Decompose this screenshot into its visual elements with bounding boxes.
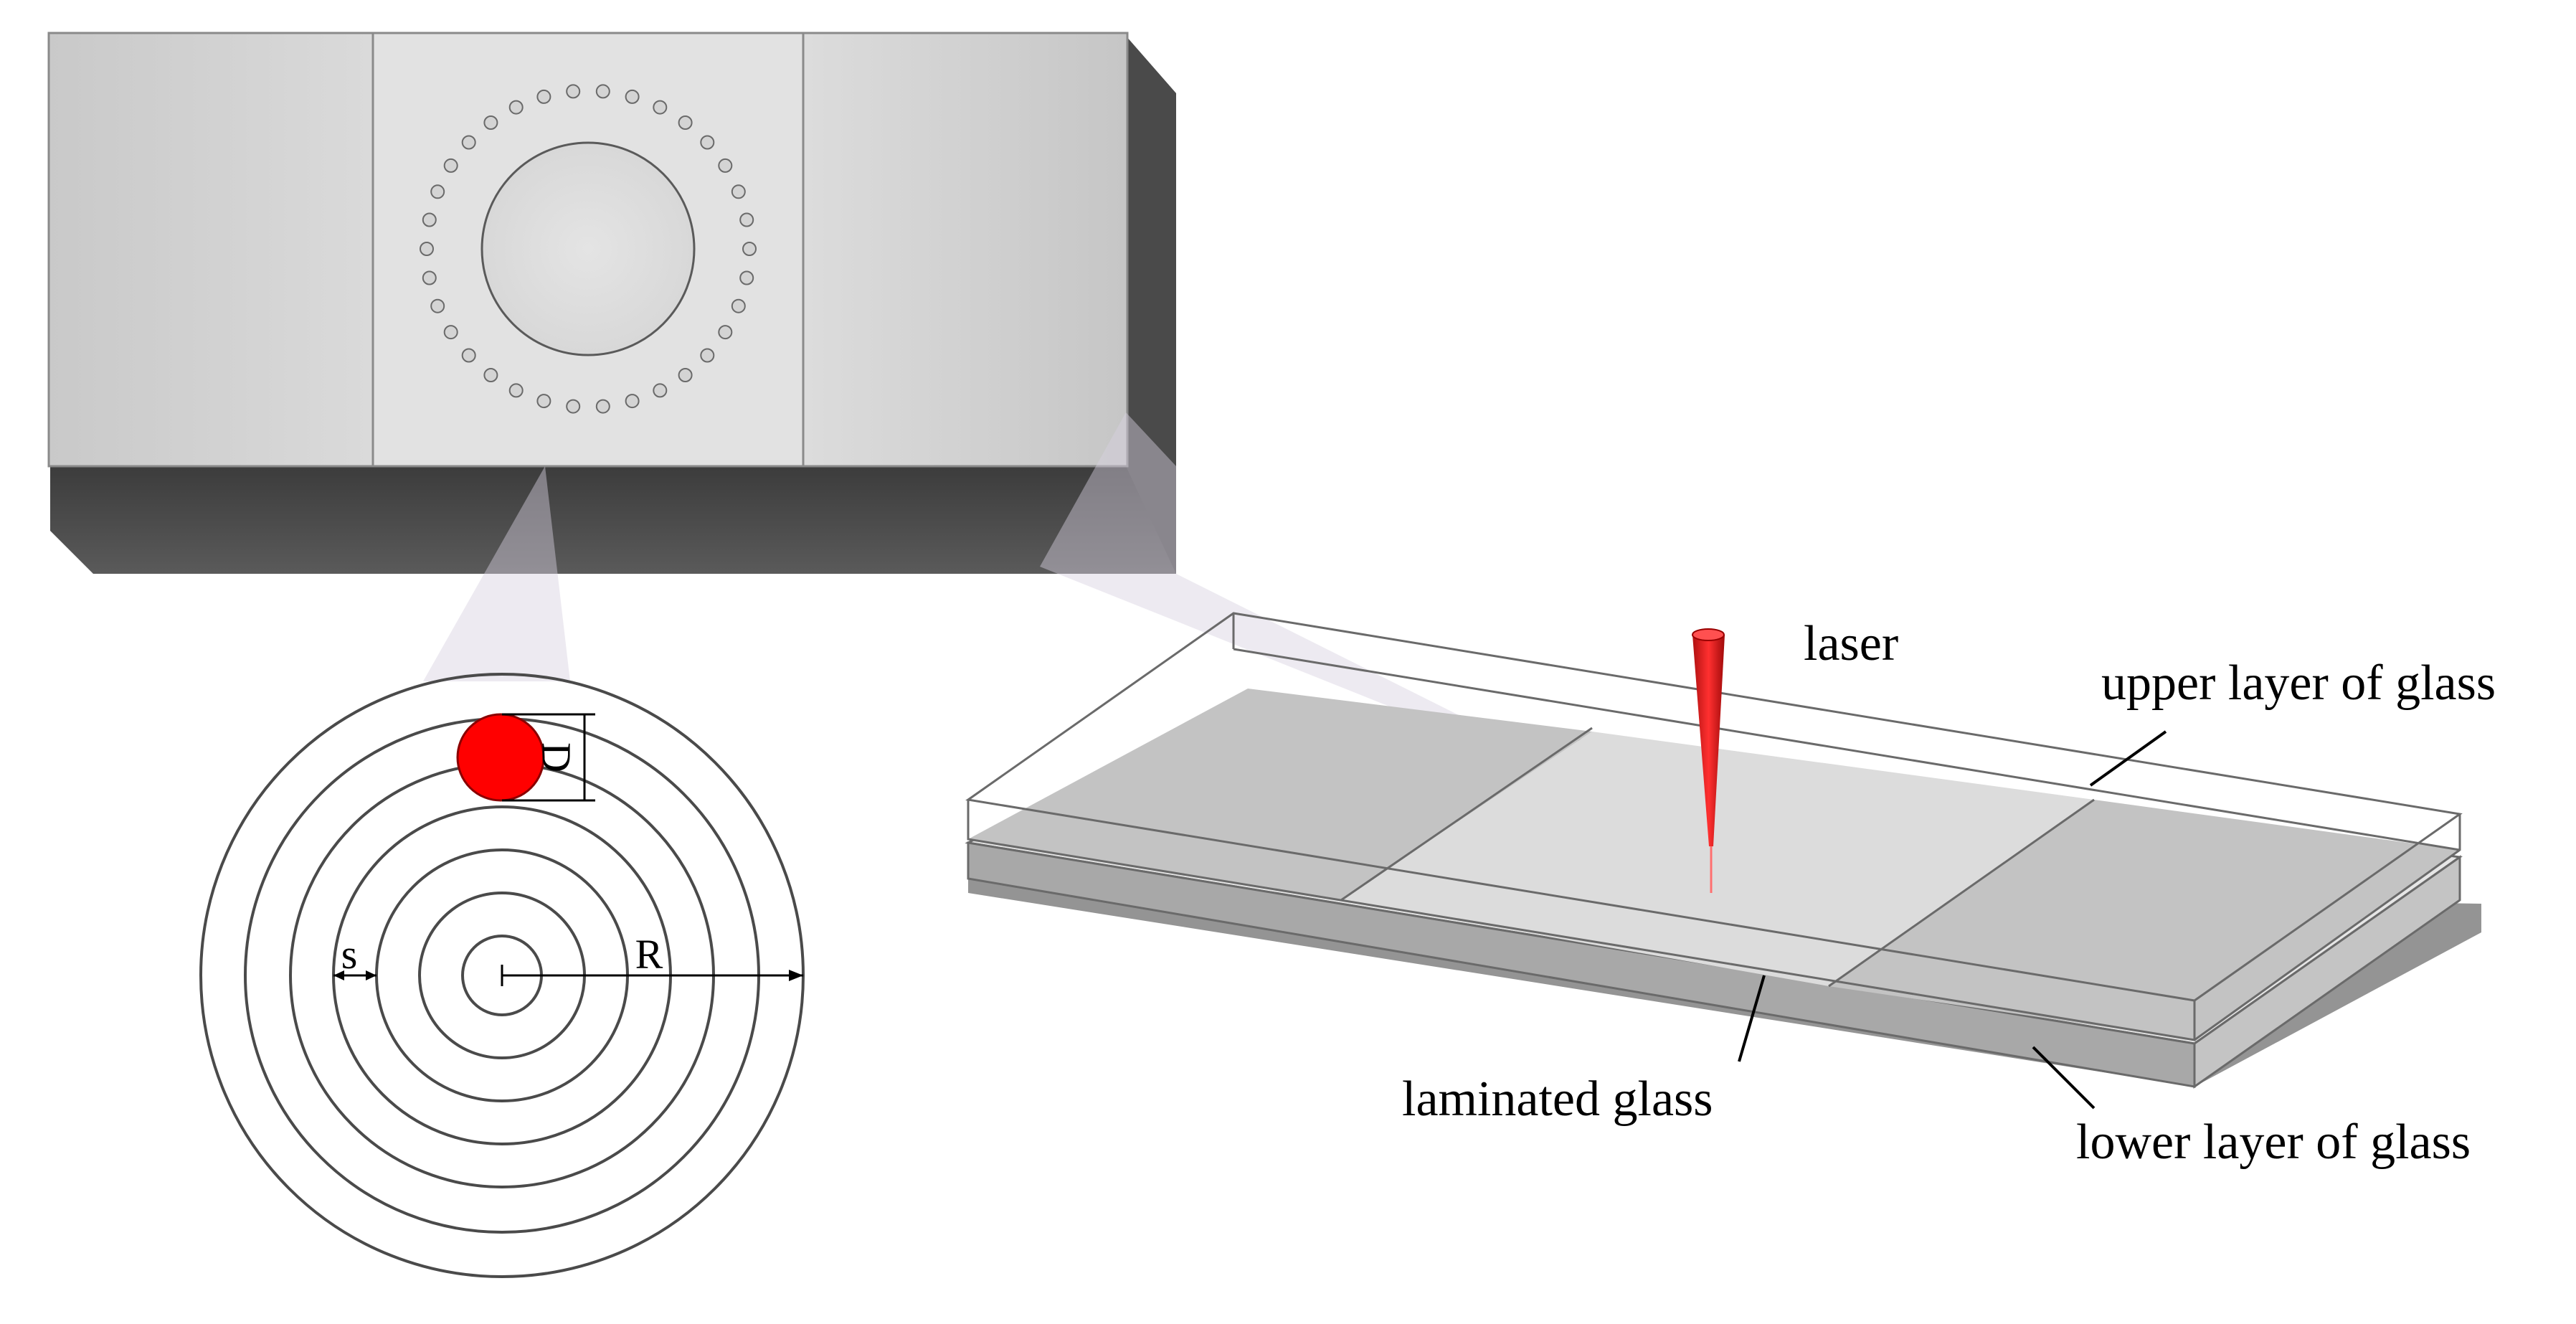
hole xyxy=(443,158,458,173)
hole xyxy=(731,184,746,199)
hole xyxy=(508,383,524,398)
hole xyxy=(718,158,733,173)
hole xyxy=(461,348,476,363)
hole xyxy=(422,270,437,285)
hole xyxy=(483,368,498,382)
hole xyxy=(739,212,754,227)
label-upper-layer: upper layer of glass xyxy=(2101,656,2496,711)
label-lower-layer: lower layer of glass xyxy=(2076,1115,2471,1170)
hole xyxy=(483,115,498,130)
hole xyxy=(595,84,610,99)
leader-lower-layer xyxy=(2032,1046,2096,1110)
laser-beam-top xyxy=(1692,628,1725,641)
hole xyxy=(678,368,693,382)
leader-upper-layer xyxy=(2089,730,2167,787)
hole xyxy=(625,394,640,409)
upper-left-panel xyxy=(968,689,1592,900)
hole xyxy=(420,242,434,256)
zoom-shadow xyxy=(50,466,1176,574)
hole xyxy=(566,399,581,414)
glass-stack xyxy=(965,612,2481,1110)
dimension-d-label: D xyxy=(534,742,580,772)
zoomed-glass-view xyxy=(47,32,1176,574)
panel-divider-1 xyxy=(1340,727,1593,902)
dimension-r-label: R xyxy=(635,931,663,978)
hole xyxy=(536,394,551,409)
hole xyxy=(461,135,476,150)
hole xyxy=(508,100,524,115)
hole xyxy=(595,399,610,414)
zoom-beam-left xyxy=(423,331,570,681)
hole xyxy=(653,383,668,398)
zoom-left-panel xyxy=(47,32,374,468)
s-dim-arrow-left xyxy=(333,970,344,980)
hole xyxy=(739,270,754,285)
lower-glass-side xyxy=(2193,855,2461,1089)
hole xyxy=(536,89,551,104)
label-laser: laser xyxy=(1804,616,1898,671)
hole xyxy=(422,212,437,227)
zoom-shadow-right xyxy=(1126,36,1176,574)
hole xyxy=(430,184,445,199)
upper-right-panel xyxy=(1829,800,2460,1040)
hole xyxy=(718,325,733,340)
hole xyxy=(566,84,581,99)
hole-ring xyxy=(420,84,757,414)
hole xyxy=(443,325,458,340)
zoom-beam-right xyxy=(1040,412,1649,810)
s-dim-arrow-right xyxy=(366,970,377,980)
laser-spot xyxy=(456,713,545,802)
hole xyxy=(625,89,640,104)
laser-beam xyxy=(1692,635,1725,846)
r-dim-arrow xyxy=(789,970,803,981)
hole xyxy=(678,115,693,130)
upper-glass-inner-edge xyxy=(1233,648,2461,851)
label-laminated-glass: laminated glass xyxy=(1402,1072,1713,1127)
hole xyxy=(700,135,715,150)
leader-laminated xyxy=(1738,975,1766,1062)
hole xyxy=(731,298,746,313)
scan-pattern: D R s xyxy=(199,673,805,1278)
hole xyxy=(742,242,757,256)
hole xyxy=(700,348,715,363)
processed-disc xyxy=(480,141,696,356)
upper-center-panel xyxy=(1341,732,2094,986)
zoom-right-panel xyxy=(802,32,1129,468)
hole xyxy=(430,298,445,313)
hole xyxy=(653,100,668,115)
dimension-s-label: s xyxy=(341,931,358,978)
panel-divider-2 xyxy=(1828,798,2095,988)
upper-glass-front-edges xyxy=(967,800,2196,1041)
